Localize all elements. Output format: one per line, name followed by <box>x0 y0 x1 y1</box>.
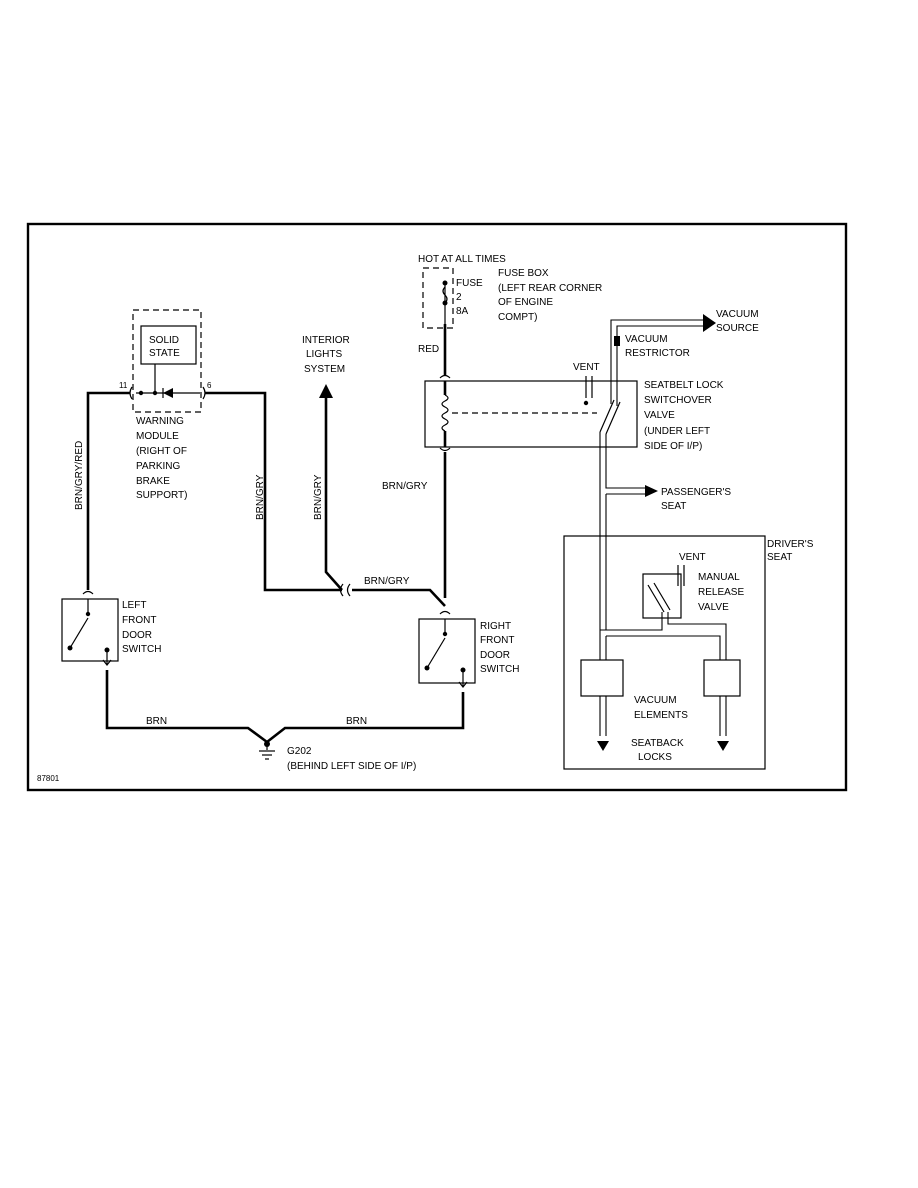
valve-label-4: (UNDER LEFT <box>644 426 710 437</box>
left-switch-label-4: SWITCH <box>122 644 161 655</box>
vacuum-restrictor-label-2: RESTRICTOR <box>625 348 690 359</box>
left-ground-wire <box>105 670 268 744</box>
vacuum-elements-label-2: ELEMENTS <box>634 710 688 721</box>
warning-module: SOLID STATE 11 6 WARNING MODULE (RIGHT O… <box>119 309 212 501</box>
passenger-seat-label-2: SEAT <box>661 501 686 512</box>
module-pin-6: 6 <box>207 381 212 390</box>
manual-release-label-3: VALVE <box>698 602 729 613</box>
left-switch-label-3: DOOR <box>122 630 152 641</box>
right-switch-label-2: FRONT <box>480 635 514 646</box>
interior-lights-label-3: SYSTEM <box>304 364 345 375</box>
valve-vent-label: VENT <box>573 362 600 373</box>
interior-lights-label-2: LIGHTS <box>306 349 342 360</box>
ground-label-2: (BEHIND LEFT SIDE OF I/P) <box>287 761 416 772</box>
fuse-box-loc-3: COMPT) <box>498 312 537 323</box>
valve-label-2: SWITCHOVER <box>644 395 712 406</box>
right-front-door-switch: RIGHT FRONT DOOR SWITCH <box>418 610 519 688</box>
vacuum-source-label-1: VACUUM <box>716 309 759 320</box>
module-label-3: (RIGHT OF <box>136 446 187 457</box>
vacuum-restrictor-label-1: VACUUM <box>625 334 668 345</box>
ground-symbol <box>259 741 275 760</box>
vacuum-elements-label-1: VACUUM <box>634 695 677 706</box>
wire-label-brn-right: BRN <box>346 716 367 727</box>
ground-label-1: G202 <box>287 746 312 757</box>
wire-label-brn-gry-valve: BRN/GRY <box>382 481 428 492</box>
drivers-seat: DRIVER'S SEAT VENT MANUAL RELEASE VALVE … <box>563 535 814 770</box>
brn-gry-red-wire <box>86 391 130 590</box>
interior-lights-wire <box>324 396 343 591</box>
seatback-locks-label-2: LOCKS <box>638 752 672 763</box>
wire-label-brn-gry-splice: BRN/GRY <box>364 576 410 587</box>
right-switch-label-1: RIGHT <box>480 621 511 632</box>
figure-id: 87801 <box>37 774 60 783</box>
right-switch-label-3: DOOR <box>480 650 510 661</box>
fuse-hot-label: HOT AT ALL TIMES <box>418 254 506 265</box>
red-wire-label: RED <box>418 344 439 355</box>
fuse-amp: 8A <box>456 306 469 317</box>
drivers-seat-label-1: DRIVER'S <box>767 539 814 550</box>
valve-label-1: SEATBELT LOCK <box>644 380 724 391</box>
module-label-4: PARKING <box>136 461 180 472</box>
wire-label-brn-left: BRN <box>146 716 167 727</box>
fuse-box-loc-2: OF ENGINE <box>498 297 553 308</box>
fuse-box: HOT AT ALL TIMES FUSE 2 8A FUSE BOX (LEF… <box>418 254 602 329</box>
valve-label-5: SIDE OF I/P) <box>644 441 702 452</box>
splice-to-right-switch-wire <box>352 588 446 607</box>
wire-label-brn-gry-module: BRN/GRY <box>255 474 266 520</box>
manual-release-label-1: MANUAL <box>698 572 740 583</box>
vacuum-source-label-2: SOURCE <box>716 323 759 334</box>
interior-lights-label-1: INTERIOR <box>302 335 350 346</box>
left-switch-label-1: LEFT <box>122 600 146 611</box>
left-switch-label-2: FRONT <box>122 615 156 626</box>
wire-label-brn-gry-red: BRN/GRY/RED <box>74 441 85 510</box>
right-ground-wire <box>266 692 465 744</box>
solid-state-label-2: STATE <box>149 348 180 359</box>
fuse-box-loc-1: (LEFT REAR CORNER <box>498 283 602 294</box>
manual-release-label-2: RELEASE <box>698 587 744 598</box>
module-label-5: BRAKE <box>136 476 170 487</box>
diagram-frame <box>26 222 848 792</box>
vacuum-hoses <box>599 314 716 630</box>
left-front-door-switch: LEFT FRONT DOOR SWITCH <box>61 590 161 666</box>
passenger-seat-label-1: PASSENGER'S <box>661 487 731 498</box>
module-label-2: MODULE <box>136 431 179 442</box>
solid-state-label-1: SOLID <box>149 335 179 346</box>
valve-label-3: VALVE <box>644 410 675 421</box>
switchover-valve: VENT SEATBELT LOCK SWITCHOVER VALVE (UND… <box>424 362 724 452</box>
seatback-locks-label-1: SEATBACK <box>631 738 684 749</box>
module-to-splice-wire <box>205 391 342 592</box>
fuse-label: FUSE <box>456 278 483 289</box>
drivers-seat-label-2: SEAT <box>767 552 792 563</box>
manual-vent-label: VENT <box>679 552 706 563</box>
module-label-6: SUPPORT) <box>136 490 188 501</box>
module-pin-11: 11 <box>119 381 128 390</box>
wire-label-brn-gry-interior: BRN/GRY <box>313 474 324 520</box>
right-switch-label-4: SWITCH <box>480 664 519 675</box>
module-label-1: WARNING <box>136 416 184 427</box>
fuse-number: 2 <box>456 292 462 303</box>
fuse-box-title: FUSE BOX <box>498 268 549 279</box>
